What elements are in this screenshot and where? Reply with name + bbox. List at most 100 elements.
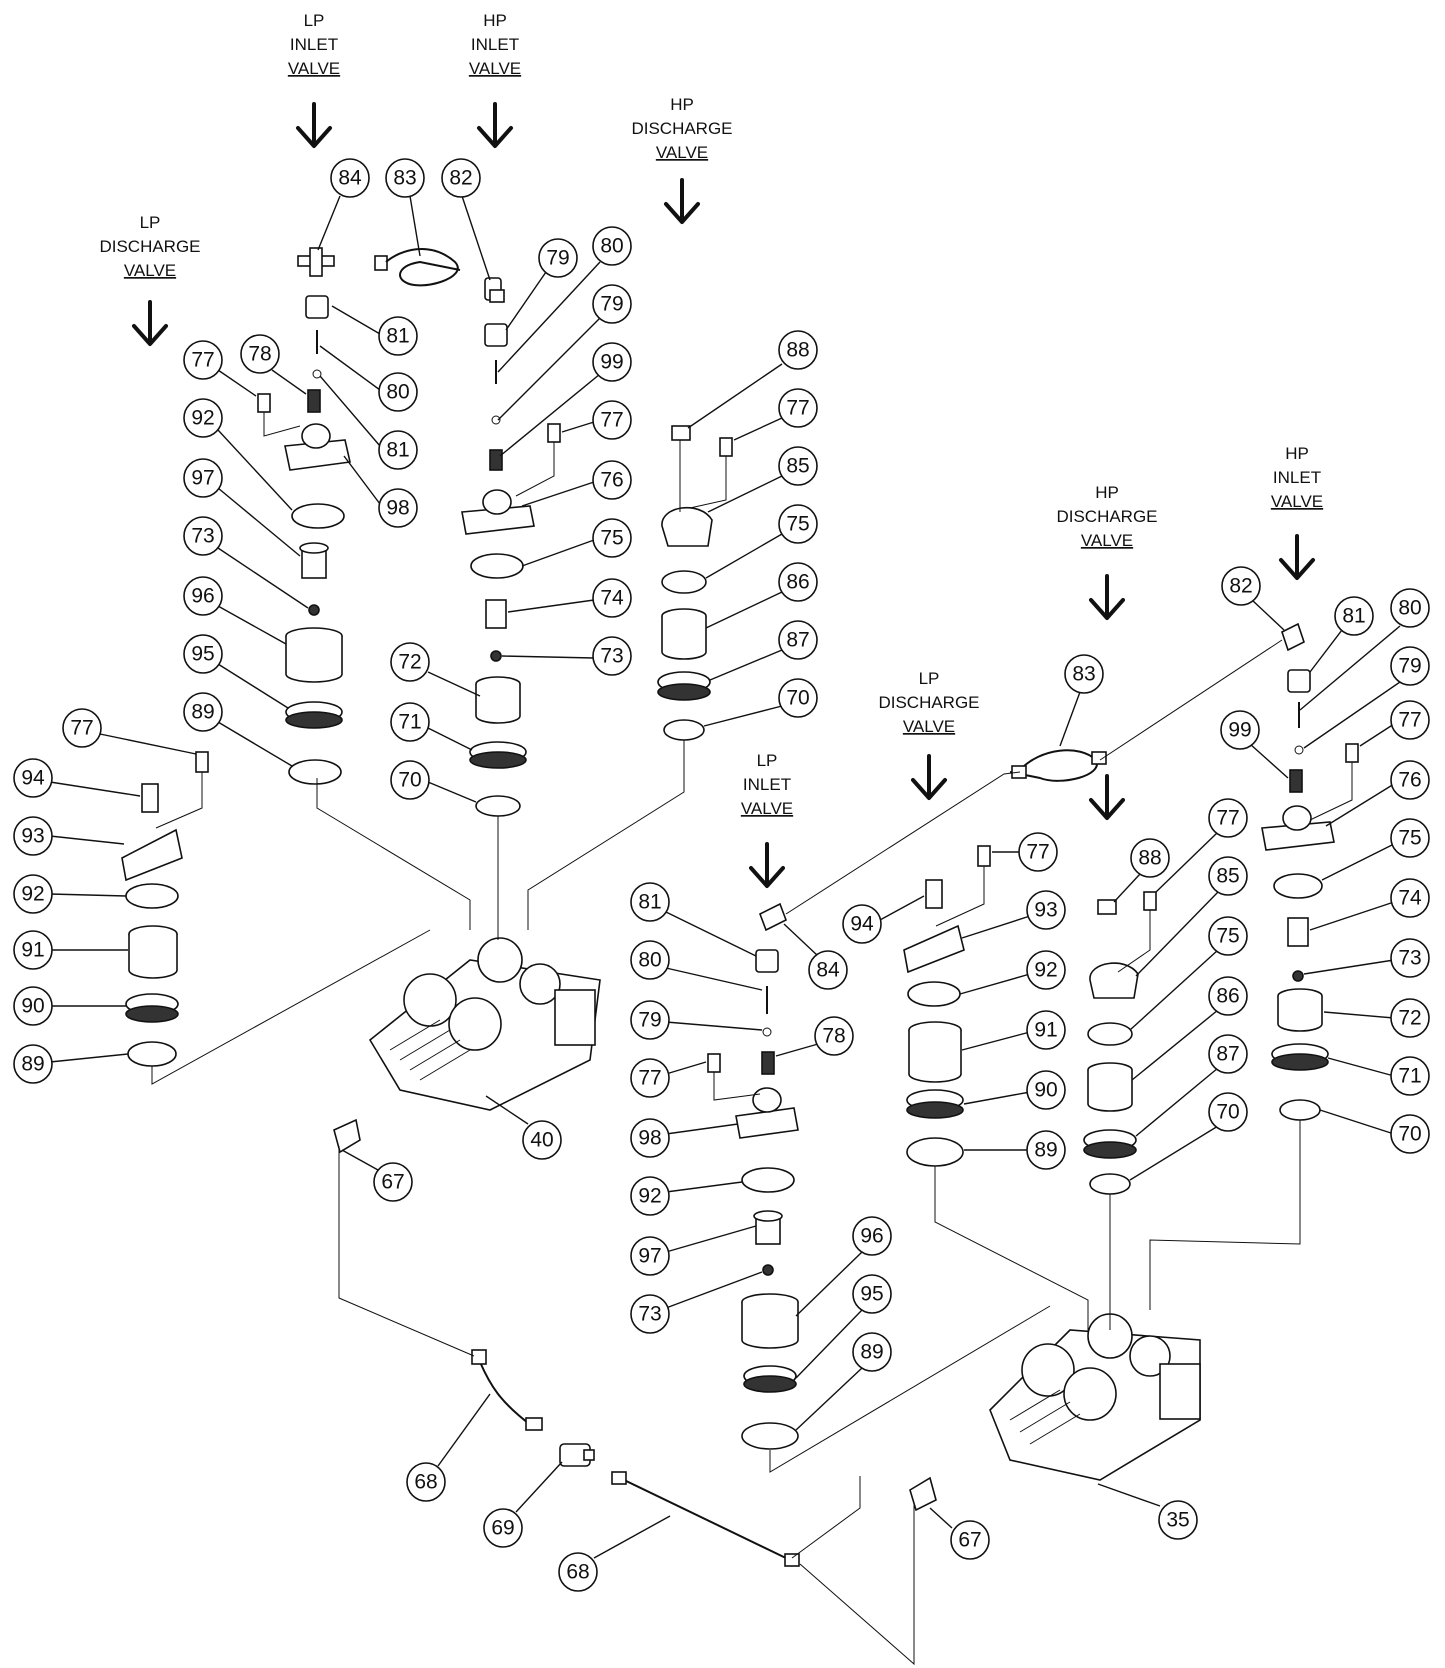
callout-number: 96 [191,585,214,608]
callout-number: 75 [1398,827,1421,850]
callout-number: 80 [600,235,623,258]
callout-number: 89 [860,1341,883,1364]
liner-86-icon [661,608,707,660]
valve-71-icon [469,741,527,769]
down-arrow-icon [296,102,332,148]
callout-bubble: 70 [1129,1092,1248,1181]
valve-95-icon [743,1365,797,1393]
liner-96-icon [741,1293,799,1349]
spring-99-icon [1289,769,1303,793]
callout-number: 92 [638,1185,661,1208]
callout-number: 90 [21,995,44,1018]
callout-number: 69 [491,1517,514,1540]
callout-number: 85 [786,455,809,478]
callout-bubble: 67 [929,1507,990,1560]
label-line2: DISCHARGE [99,237,200,256]
callout-number: 76 [600,469,623,492]
callout-number: 81 [638,891,661,914]
ring-79-icon [491,415,501,425]
callout-number: 88 [1138,847,1161,870]
spring-78-icon [761,1051,775,1075]
callout-bubble: 70 [703,678,818,727]
callout-bubble: 73 [630,1271,763,1334]
callout-number: 81 [1342,605,1365,628]
callout-bubble: 69 [483,1461,563,1548]
callout-bubble: 85 [707,446,818,513]
callout-number: 92 [21,883,44,906]
callout-bubble: 89 [795,1332,892,1431]
callout-number: 75 [1216,925,1239,948]
o-ring-89-icon [906,1137,964,1167]
callout-bubble: 75 [1129,916,1248,1031]
callout-bubble: 80 [319,345,418,412]
down-arrow-icon [477,102,513,148]
plug-81-icon [755,949,779,973]
spring-78-icon [307,389,321,413]
callout-bubble: 89 [13,1044,129,1084]
callout-number: 79 [638,1009,661,1032]
callout-bubble: 93 [961,890,1066,939]
callout-number: 78 [822,1025,845,1048]
elbow-88-icon [671,425,691,441]
callout-bubble: 90 [963,1070,1066,1110]
liner-86-icon [1087,1062,1133,1112]
callout-bubble: 73 [1303,938,1430,978]
callout-bubble: 96 [795,1216,892,1317]
callout-number: 93 [1034,899,1057,922]
label-line3: VALVE [288,59,340,78]
o-ring-92-icon [907,981,961,1007]
callout-number: 95 [191,643,214,666]
valve-label-hp-discharge-left: HP DISCHARGE VALVE [631,95,732,162]
o-ring-70-icon [475,795,521,817]
parts-drawing [121,247,1359,1567]
o-ring-75-icon [470,553,524,579]
bolt-77-icon [719,437,733,457]
liner-91-icon [908,1021,962,1083]
valve-label-lp-inlet-left: LP INLET VALVE [288,11,340,78]
tee-69-icon [559,1443,595,1467]
plug-81-icon [305,295,329,319]
callout-bubble: 70 [390,760,477,803]
callout-bubble: 76 [521,460,632,507]
callout-bubble: 77 [62,708,197,755]
valve-label-lp-discharge-left: LP DISCHARGE VALVE [99,213,200,280]
callout-bubble: 98 [630,1118,739,1158]
callout-number: 77 [786,397,809,420]
callout-number: 74 [1398,887,1422,910]
callout-bubble: 89 [964,1130,1066,1170]
cover-85-icon [1089,962,1139,999]
elbow-88-icon [1097,899,1117,915]
callout-number: 97 [191,467,214,490]
callout-bubble: 92 [630,1176,743,1216]
callout-bubble: 84 [783,923,848,990]
callout-bubble: 74 [1309,878,1430,931]
o-ring-75-icon [661,570,707,594]
callout-bubble: 86 [705,562,818,629]
cover-93-icon [903,924,965,974]
callout-number: 71 [398,711,421,734]
o-ring-92-icon [291,503,345,529]
tee-84-icon [758,902,788,932]
callout-number: 76 [1398,769,1421,792]
callout-bubble: 79 [497,284,632,421]
callout-bubble: 92 [959,950,1066,995]
callout-bubble: 75 [705,504,818,579]
label-line1: HP [483,11,507,30]
label-line1: HP [1095,483,1119,502]
callout-number: 83 [393,167,416,190]
label-line1: LP [140,213,161,232]
cover-93-icon [121,828,183,882]
callout-bubble: 90 [13,986,126,1026]
callout-number: 91 [21,939,44,962]
bolt-77-icon [1345,743,1359,763]
label-line3: VALVE [469,59,521,78]
label-line3: VALVE [1271,492,1323,511]
callout-bubble: 72 [390,642,481,697]
callout-bubble: 84 [317,158,370,251]
cage-97-icon [753,1210,783,1245]
callout-bubble: 87 [1135,1034,1248,1137]
label-line2: INLET [1273,468,1321,487]
callout-bubble: 94 [13,758,141,798]
callout-bubble: 92 [183,398,293,511]
